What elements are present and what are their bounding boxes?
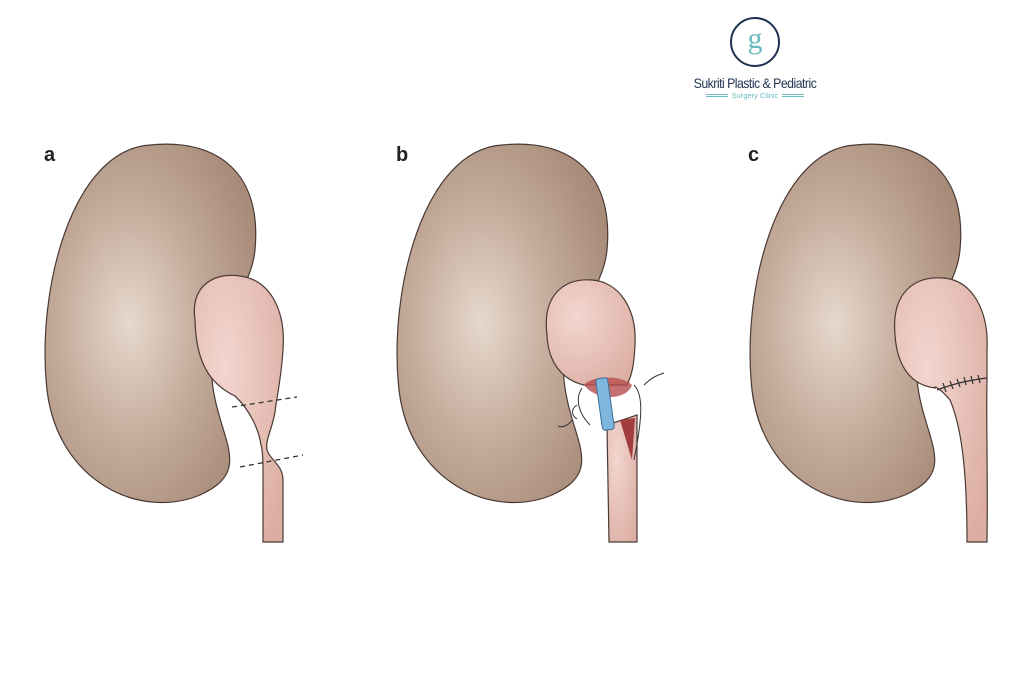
panel-a-kidney <box>44 143 304 543</box>
panel-b-kidney <box>396 143 665 543</box>
renal-pelvis-trimmed <box>545 279 636 386</box>
panel-label-b: b <box>396 144 409 166</box>
clinic-name: Sukriti Plastic & Pediatric <box>693 75 817 91</box>
cut-line-upper <box>231 396 298 408</box>
repaired-pelvis-ureter <box>893 277 988 543</box>
renal-pelvis-dilated <box>193 274 284 543</box>
panel-label-c: c <box>748 144 760 166</box>
panel-c-kidney <box>749 143 988 543</box>
logo-monogram-icon: g <box>730 17 780 67</box>
panel-label-a: a <box>44 144 56 166</box>
cut-line-lower <box>239 454 304 468</box>
clinic-subtitle: Surgery Clinic <box>680 91 830 100</box>
suture-line <box>936 377 988 391</box>
stent <box>595 377 615 431</box>
sutures <box>557 372 665 461</box>
svg-text:g: g <box>748 22 763 55</box>
clinic-logo: g Sukriti Plastic & Pediatric Surgery Cl… <box>680 16 830 100</box>
